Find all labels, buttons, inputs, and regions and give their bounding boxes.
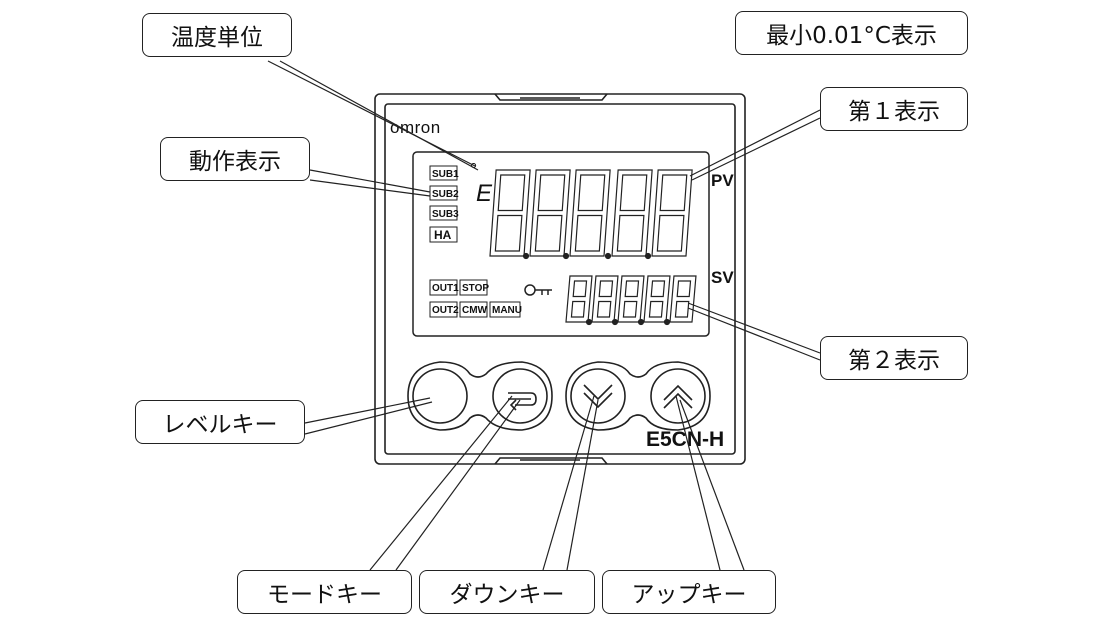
callout-temperature-unit: 温度単位 [142, 13, 292, 57]
down-key-button[interactable] [570, 368, 626, 424]
indicator-out1: OUT1 [432, 283, 459, 294]
callout-level-key: レベルキー [135, 400, 305, 444]
indicator-sub3: SUB3 [432, 209, 459, 220]
unit-degree-symbol: ° [470, 160, 477, 180]
pv-decimal-point [644, 252, 652, 260]
indicator-sub1: SUB1 [432, 169, 459, 180]
sv-digit [565, 275, 593, 323]
lcd-window [412, 151, 710, 337]
button-panel [407, 361, 711, 431]
status-indicators: SUB1 SUB2 SUB3 HA [429, 165, 459, 243]
callout-status-display: 動作表示 [160, 137, 310, 181]
sv-digit [669, 275, 697, 323]
indicator-manu: MANU [492, 305, 522, 316]
callout-display1: 第１表示 [820, 87, 968, 131]
sv-display-digits [565, 275, 697, 326]
indicator-out2: OUT2 [432, 305, 459, 316]
brand-logo: omron [390, 118, 441, 137]
callout-min-display: 最小0.01°C表示 [735, 11, 968, 55]
pv-digit [611, 169, 653, 257]
indicator-ha: HA [434, 228, 452, 242]
pv-decimal-point [604, 252, 612, 260]
pv-digit [651, 169, 693, 257]
sv-decimal-point [663, 318, 671, 326]
pv-label: PV [711, 171, 734, 190]
model-label: E5CN-H [646, 428, 724, 451]
chevron-down-icon [583, 384, 613, 409]
output-indicators: OUT1 STOP OUT2 CMW MANU [429, 279, 522, 318]
unit-letter: E [476, 180, 493, 207]
indicator-cmw: CMW [462, 305, 488, 316]
sv-decimal-point [585, 318, 593, 326]
sv-digit [643, 275, 671, 323]
pv-digit [529, 169, 571, 257]
leader-lines [267, 60, 821, 571]
sv-digit [591, 275, 619, 323]
callout-display2: 第２表示 [820, 336, 968, 380]
pv-decimal-point [562, 252, 570, 260]
callout-mode-key: モードキー [237, 570, 412, 614]
sv-label: SV [711, 268, 734, 287]
callout-down-key: ダウンキー [419, 570, 595, 614]
sv-decimal-point [637, 318, 645, 326]
pv-digit [569, 169, 611, 257]
chevron-up-icon [663, 384, 693, 409]
pv-decimal-point [522, 252, 530, 260]
level-key-button[interactable] [412, 368, 468, 424]
key-lock-icon [524, 284, 552, 296]
pv-digit [489, 169, 531, 257]
sv-digit [617, 275, 645, 323]
sv-decimal-point [611, 318, 619, 326]
device-body [374, 93, 746, 465]
indicator-sub2: SUB2 [432, 189, 459, 200]
pv-display-digits [489, 169, 693, 260]
mode-key-button[interactable] [492, 368, 548, 424]
indicator-stop: STOP [462, 283, 489, 294]
callout-up-key: アップキー [602, 570, 776, 614]
up-key-button[interactable] [650, 368, 706, 424]
